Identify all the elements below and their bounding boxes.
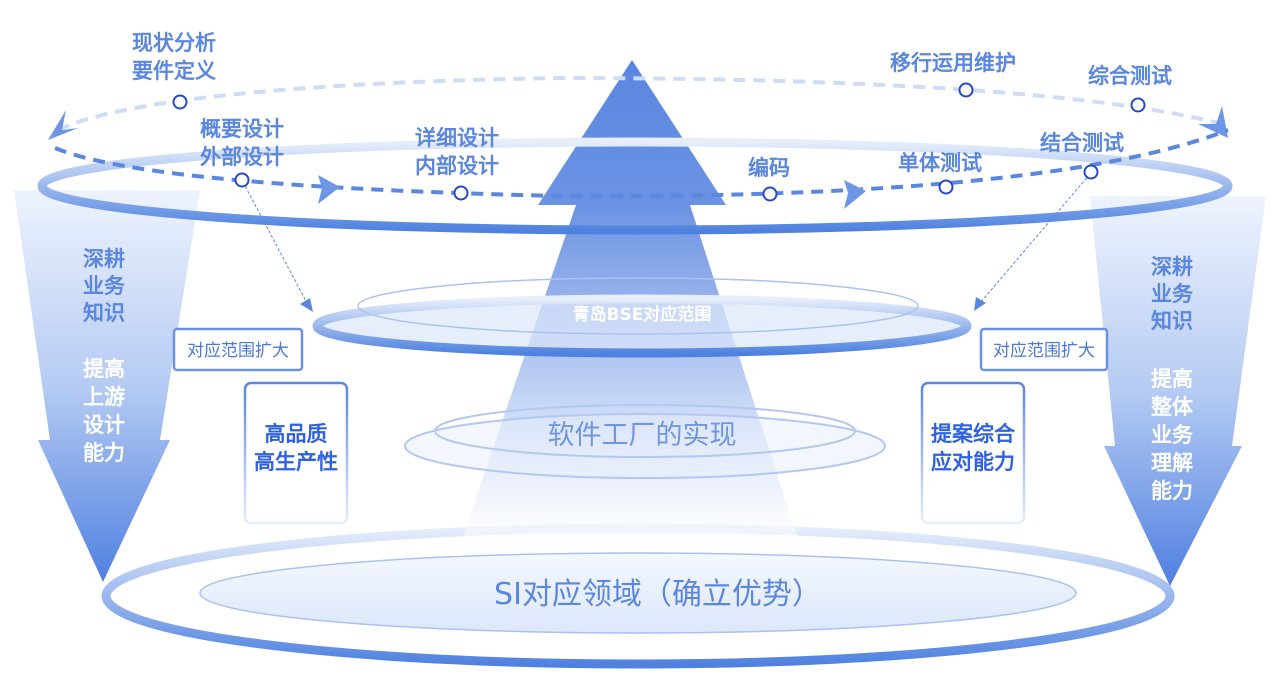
right-expand-label: 对应范围扩大: [993, 341, 1095, 361]
label-detail-design-2: 内部设计: [415, 154, 499, 178]
node-basic-design: [234, 172, 250, 188]
right-tall-line-2: 应对能力: [931, 450, 1015, 474]
right-text-line: 深耕: [1151, 255, 1193, 279]
si-domain-inner-ellipse: [199, 552, 1077, 634]
leader-line-left: [242, 181, 309, 306]
front-cycle-path: [54, 128, 1229, 199]
label-requirements-2: 要件定义: [132, 59, 216, 83]
left-expand-box: [172, 327, 304, 372]
label-operation: 移行运用维护: [890, 51, 1016, 75]
right-text-line: 整体: [1151, 395, 1194, 419]
factory-inner-ellipse: [434, 404, 856, 458]
back-arrow-left: [48, 110, 78, 140]
leader-arrow-left: [300, 298, 313, 312]
node-integration-test: [1083, 164, 1099, 180]
bse-scope-label: 青岛BSE对应范围: [573, 304, 712, 325]
right-text-line: 理解: [1151, 451, 1193, 475]
left-text-line: 业务: [83, 274, 126, 298]
right-text-line: 能力: [1151, 479, 1193, 503]
leader-line-right: [979, 173, 1091, 304]
right-down-arrow: [1090, 196, 1266, 586]
node-detail-design: [453, 185, 469, 201]
center-arrow-head: [538, 60, 726, 205]
node-system-test: [1130, 97, 1146, 113]
left-text-line: 深耕: [83, 247, 125, 271]
right-expand-box: [979, 327, 1109, 372]
left-text-line: 设计: [83, 413, 125, 437]
left-tall-box: [243, 381, 349, 525]
bse-ring: [312, 294, 972, 358]
left-arrow-text: 深耕 业务 知识 提高 上游 设计 能力: [83, 247, 126, 465]
label-requirements-1: 现状分析: [132, 31, 216, 55]
software-factory-label: 软件工厂的实现: [548, 420, 737, 451]
center-arrow-shaft: [460, 205, 800, 545]
back-cycle-path: [57, 75, 1223, 132]
left-expand-label: 对应范围扩大: [187, 341, 289, 361]
node-operation: [958, 82, 974, 98]
label-basic-design-2: 外部设计: [200, 145, 284, 169]
left-text-line: 知识: [83, 301, 125, 325]
node-requirements: [172, 94, 188, 110]
leader-arrow-right: [974, 297, 986, 311]
node-unit-test: [938, 179, 954, 195]
process-ring: [37, 137, 1233, 235]
right-arrow-text: 深耕 业务 知识 提高 整体 业务 理解 能力: [1151, 255, 1194, 503]
right-tall-box: [920, 381, 1026, 525]
right-tall-line-1: 提案综合: [931, 422, 1016, 446]
label-detail-design-1: 详细设计: [415, 126, 499, 150]
right-text-line: 业务: [1151, 282, 1194, 306]
left-text-line: 能力: [83, 441, 125, 465]
node-coding: [762, 186, 778, 202]
front-arrow-2: [844, 180, 866, 209]
label-basic-design-1: 概要设计: [200, 117, 284, 141]
label-system-test: 综合测试: [1088, 64, 1172, 88]
right-text-line: 提高: [1151, 367, 1193, 391]
front-arrow-1: [318, 175, 340, 204]
left-tall-line-1: 高品质: [265, 422, 328, 446]
label-integration-test: 结合测试: [1040, 131, 1124, 155]
right-text-line: 知识: [1151, 309, 1193, 333]
bse-inner-ellipse: [357, 277, 919, 335]
left-text-line: 提高: [83, 357, 125, 381]
back-arrow-right: [1198, 106, 1228, 138]
factory-outer-ellipse: [404, 413, 886, 479]
right-text-line: 业务: [1151, 423, 1194, 447]
label-unit-test: 单体测试: [898, 151, 982, 175]
label-coding: 编码: [748, 156, 790, 180]
left-down-arrow: [14, 190, 200, 582]
left-text-line: 上游: [83, 385, 125, 409]
si-domain-label: SI对应领域（确立优势）: [494, 577, 822, 612]
left-tall-line-2: 高生产性: [254, 450, 338, 474]
